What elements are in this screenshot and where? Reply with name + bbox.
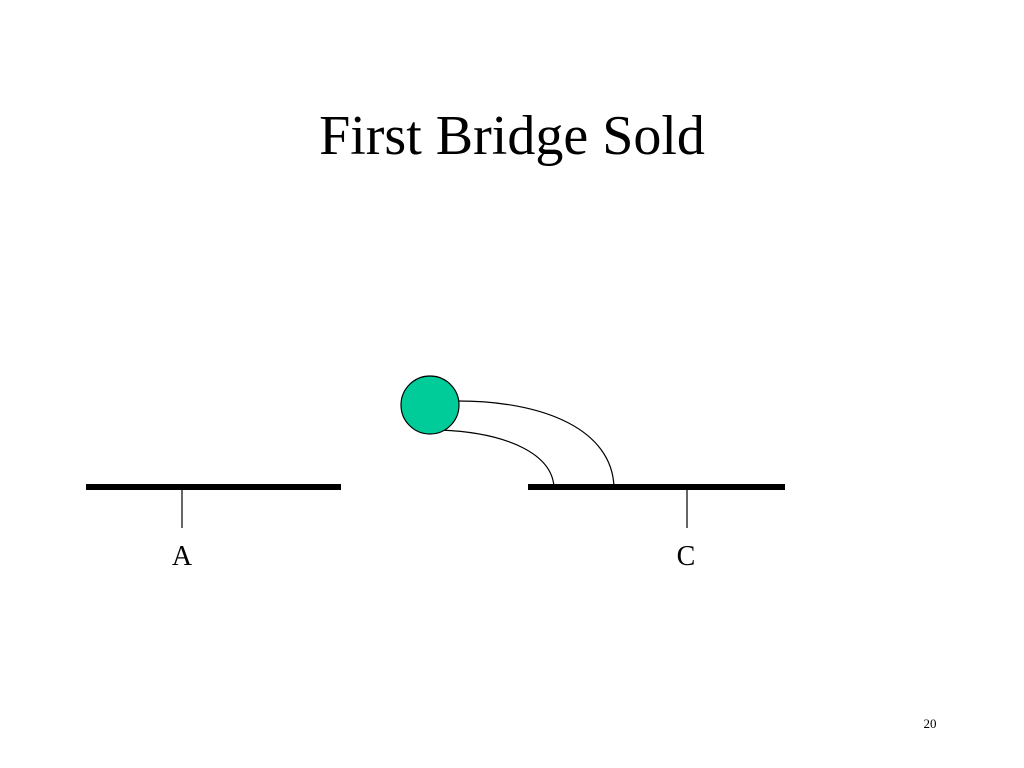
bridge-node — [400, 375, 460, 435]
slide-title: First Bridge Sold — [319, 105, 705, 167]
segment-c-label: C — [677, 541, 696, 572]
page-number: 20 — [923, 716, 937, 731]
segment-a-label: A — [172, 541, 193, 572]
bridge-link-inner — [440, 429, 555, 488]
bridge-link-outer — [457, 400, 615, 488]
